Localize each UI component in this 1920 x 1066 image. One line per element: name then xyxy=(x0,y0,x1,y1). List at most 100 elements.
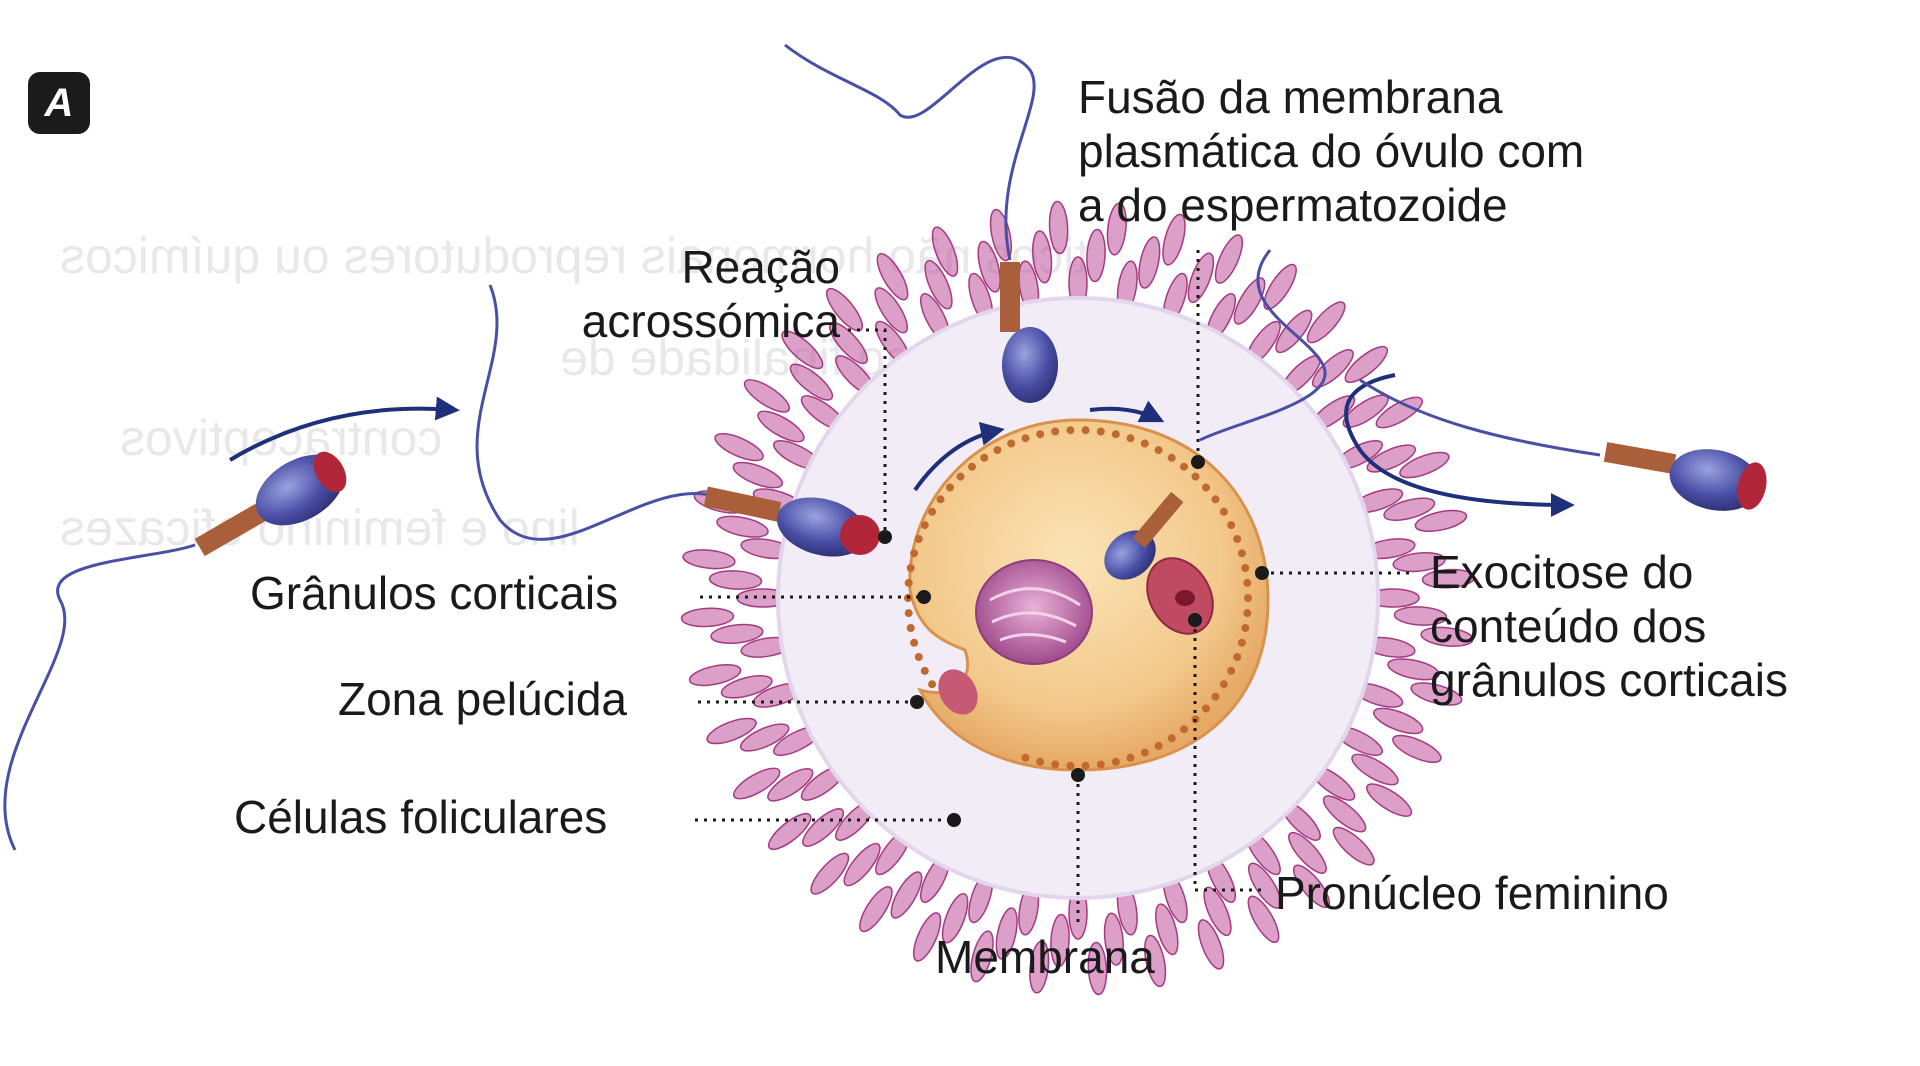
cortical-granule xyxy=(1227,666,1236,675)
follicular-cell xyxy=(1366,783,1413,817)
cortical-granule xyxy=(1096,760,1105,769)
pronucleus-core xyxy=(1175,590,1195,606)
label-exocytosis-line: grânulos corticais xyxy=(1430,654,1788,706)
leader-acrosome xyxy=(848,328,887,535)
follicular-cell xyxy=(924,259,953,310)
cortical-granule xyxy=(904,578,913,587)
cortical-granule xyxy=(920,521,929,530)
sperm-cell xyxy=(784,43,1058,403)
label-fusion: Fusão da membrana plasmática do óvulo co… xyxy=(1078,70,1584,232)
label-female-pronucleus: Pronúcleo feminino xyxy=(1275,867,1669,919)
follicular-cell xyxy=(1247,895,1280,944)
follicular-cell xyxy=(1214,234,1244,284)
label-acrosome-reaction: Reação acrossómica xyxy=(530,240,840,348)
cortical-granule xyxy=(993,446,1002,455)
cortical-granule xyxy=(1233,653,1242,661)
leader-dot xyxy=(947,813,961,827)
cortical-granule xyxy=(1241,624,1250,632)
follicular-cell xyxy=(970,930,994,983)
cortical-granule xyxy=(1219,507,1228,516)
label-fusion-line: plasmática do óvulo com xyxy=(1078,125,1585,177)
cortical-granule xyxy=(1140,748,1149,757)
cortical-granule xyxy=(1243,609,1252,618)
sperm-midpiece-inside xyxy=(1132,491,1184,549)
follicular-cell xyxy=(1197,919,1225,970)
follicular-cell xyxy=(1103,912,1125,966)
cortical-granule xyxy=(914,535,923,543)
label-exocytosis: Exocitose do conteúdo dos grânulos corti… xyxy=(1430,545,1788,707)
cortical-granule xyxy=(1066,426,1075,435)
sperm-tail xyxy=(784,43,1036,261)
cortical-granule xyxy=(1180,725,1188,734)
cortical-granule xyxy=(1096,427,1105,436)
motion-arrow xyxy=(228,396,460,462)
cortical-granule xyxy=(1081,761,1090,770)
follicular-cell xyxy=(1203,886,1232,937)
follicular-cell xyxy=(767,812,812,851)
cortical-granule xyxy=(1237,549,1246,558)
cortical-granule xyxy=(1126,753,1135,762)
cortical-granule xyxy=(1244,594,1252,602)
follicular-cell xyxy=(843,842,881,887)
follicular-cell xyxy=(890,871,923,919)
follicular-cell xyxy=(1421,568,1476,589)
follicular-cell xyxy=(1048,200,1069,255)
follicular-cell xyxy=(1306,301,1346,344)
follicular-cell xyxy=(1086,228,1106,283)
cortical-granule xyxy=(1211,692,1220,701)
leader-lines xyxy=(695,250,1410,925)
cortical-granule xyxy=(1154,741,1163,750)
cortical-granule xyxy=(1202,704,1210,713)
cortical-granule xyxy=(1081,426,1090,435)
follicular-cell xyxy=(1106,202,1127,256)
sperm-tail xyxy=(475,284,711,541)
follicular-cell xyxy=(767,768,814,802)
follicular-cell xyxy=(1392,734,1442,764)
follicular-cell xyxy=(1138,236,1161,289)
cortical-granule xyxy=(1233,535,1242,543)
follicular-cell xyxy=(825,287,864,332)
sperm-cell xyxy=(475,284,880,557)
label-acrosome-line: acrossómica xyxy=(581,295,840,347)
sperm-cell xyxy=(1359,378,1767,511)
follicular-cell xyxy=(1248,862,1282,909)
follicular-cell xyxy=(739,723,790,752)
follicular-cell xyxy=(732,461,784,489)
cortical-granule xyxy=(1007,439,1016,448)
polar-body xyxy=(938,669,978,715)
follicular-cell xyxy=(1187,252,1215,304)
cortical-granule xyxy=(1111,430,1120,439)
cortical-granule xyxy=(920,666,929,675)
cortical-granule xyxy=(1021,753,1030,762)
follicular-cell xyxy=(810,852,850,895)
label-fusion-line: Fusão da membrana xyxy=(1078,71,1503,123)
label-cortical-granules: Grânulos corticais xyxy=(250,567,619,619)
panel-letter-badge: A xyxy=(28,72,90,134)
leader-dot xyxy=(878,530,892,544)
follicular-cell xyxy=(1375,396,1424,429)
cortical-granule xyxy=(1126,434,1135,443)
cortical-granule xyxy=(906,564,915,572)
cortical-granule xyxy=(1202,483,1210,492)
motion-arrow xyxy=(1089,400,1165,423)
sperm-midpiece xyxy=(1000,262,1020,332)
sperm-tail xyxy=(1199,249,1327,442)
cortical-granule xyxy=(1167,734,1176,743)
follicular-cell xyxy=(1144,934,1167,988)
follicular-cell xyxy=(714,432,764,462)
cortical-granule xyxy=(1021,434,1030,443)
sperm-midpiece xyxy=(1603,442,1677,474)
cortical-granule xyxy=(1241,564,1250,572)
label-follicular-cells: Células foliculares xyxy=(234,791,608,843)
follicular-cell xyxy=(743,379,790,413)
cortical-granule xyxy=(980,453,989,462)
cortical-granule xyxy=(928,680,937,689)
sperm-midpiece xyxy=(703,486,782,522)
cortical-granule xyxy=(910,638,919,647)
follicular-cell xyxy=(1031,230,1053,284)
label-exocytosis-line: Exocitose do xyxy=(1430,546,1694,598)
sperm-tail xyxy=(1359,378,1601,457)
cortical-granule xyxy=(1111,757,1120,766)
motion-arrow xyxy=(1344,373,1575,517)
